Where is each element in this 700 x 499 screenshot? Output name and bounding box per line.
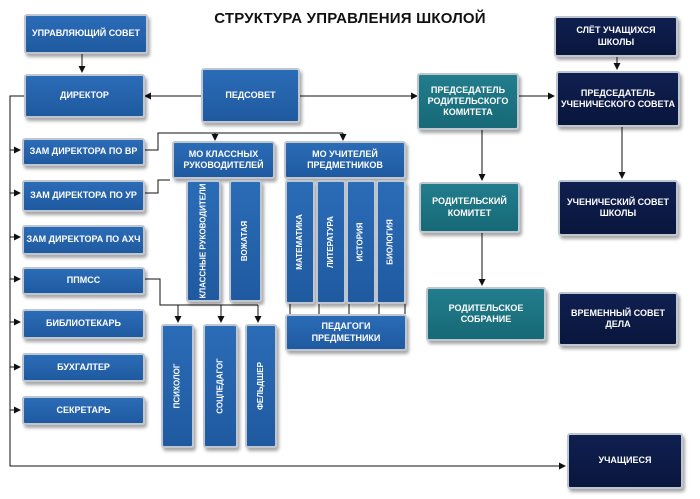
node-label: БИОЛОГИЯ xyxy=(386,219,395,265)
node-label: ЗАМ ДИРЕКТОРА ПО УР xyxy=(30,190,137,201)
node-label: ЛИТЕРАТУРА xyxy=(326,216,335,268)
node-label: ИСТОРИЯ xyxy=(356,222,366,262)
node-parent-meeting[interactable]: РОДИТЕЛЬСКОЕ СОБРАНИЕ xyxy=(426,287,546,341)
node-governing-council[interactable]: УПРАВЛЯЮЩИЙ СОВЕТ xyxy=(24,14,148,54)
node-label: ВРЕМЕННЫЙ СОВЕТ ДЕЛА xyxy=(570,307,666,329)
node-student-rally[interactable]: СЛЁТ УЧАЩИХСЯ ШКОЛЫ xyxy=(554,16,678,57)
node-math[interactable]: МАТЕМАТИКА xyxy=(285,180,315,304)
node-label: БИБЛИОТЕКАРЬ xyxy=(46,318,121,329)
node-label: ФЕЛЬДШЕР xyxy=(256,362,265,410)
node-label: РОДИТЕЛЬСКОЕ СОБРАНИЕ xyxy=(448,302,524,324)
node-label: ЗАМ ДИРЕКТОРА ПО ВР xyxy=(29,146,138,157)
node-label: СЛЁТ УЧАЩИХСЯ ШКОЛЫ xyxy=(576,25,656,47)
node-deputy-ahch[interactable]: ЗАМ ДИРЕКТОРА ПО АХЧ xyxy=(22,225,145,255)
node-label: ППМСС xyxy=(66,275,101,286)
node-mo-class-leaders[interactable]: МО КЛАССНЫХ РУКОВОДИТЕЛЕЙ xyxy=(172,141,275,179)
node-label: ДИРЕКТОР xyxy=(60,90,109,101)
node-parent-committee-chair[interactable]: ПРЕДСЕДАТЕЛЬ РОДИТЕЛЬСКОГО КОМИТЕТА xyxy=(417,73,519,130)
node-deputy-ur[interactable]: ЗАМ ДИРЕКТОРА ПО УР xyxy=(22,180,145,212)
node-history[interactable]: ИСТОРИЯ xyxy=(346,180,376,304)
node-label: ЗАМ ДИРЕКТОРА ПО АХЧ xyxy=(26,234,141,245)
node-label: ВОЖАТАЯ xyxy=(240,220,250,262)
node-label: ПРЕДСЕДАТЕЛЬ УЧЕНИЧЕСКОГО СОВЕТА xyxy=(561,87,675,109)
node-psychologist[interactable]: ПСИХОЛОГ xyxy=(161,324,194,448)
node-parent-committee[interactable]: РОДИТЕЛЬСКИЙ КОМИТЕТ xyxy=(419,182,520,233)
node-pedsovet[interactable]: ПЕДСОВЕТ xyxy=(201,68,300,123)
node-label: МО КЛАССНЫХ РУКОВОДИТЕЛЕЙ xyxy=(183,148,264,170)
node-mo-subject-teachers[interactable]: МО УЧИТЕЛЕЙ ПРЕДМЕТНИКОВ xyxy=(284,141,406,179)
node-temp-council[interactable]: ВРЕМЕННЫЙ СОВЕТ ДЕЛА xyxy=(558,292,678,346)
connector-deputyvr-mo xyxy=(145,132,343,151)
node-label: СЕКРЕТАРЬ xyxy=(56,404,111,415)
node-label: ПСИХОЛОГ xyxy=(172,363,182,409)
connector-deputyur-mo xyxy=(145,179,170,194)
node-paramedic[interactable]: ФЕЛЬДШЕР xyxy=(245,324,277,448)
page-title: СТРУКТУРА УПРАВЛЕНИЯ ШКОЛОЙ xyxy=(214,10,486,27)
node-label: СОЦПЕДАГОГ xyxy=(215,358,225,414)
node-deputy-vr[interactable]: ЗАМ ДИРЕКТОРА ПО ВР xyxy=(22,138,145,166)
node-label: УПРАВЛЯЮЩИЙ СОВЕТ xyxy=(31,28,140,39)
node-social-teacher[interactable]: СОЦПЕДАГОГ xyxy=(203,324,238,448)
node-label: УЧАЩИЕСЯ xyxy=(598,455,652,466)
node-secretary[interactable]: СЕКРЕТАРЬ xyxy=(22,396,145,425)
node-label: РОДИТЕЛЬСКИЙ КОМИТЕТ xyxy=(432,196,507,218)
node-label: КЛАССНЫЕ РУКОВОДИТЕЛИ xyxy=(198,183,208,299)
node-label: МО УЧИТЕЛЕЙ ПРЕДМЕТНИКОВ xyxy=(307,148,383,170)
node-biology[interactable]: БИОЛОГИЯ xyxy=(376,180,406,304)
node-ppmss[interactable]: ППМСС xyxy=(22,267,145,295)
node-accountant[interactable]: БУХГАЛТЕР xyxy=(22,353,145,382)
node-label: БУХГАЛТЕР xyxy=(57,361,110,372)
node-director[interactable]: ДИРЕКТОР xyxy=(24,74,145,118)
node-label: УЧЕНИЧЕСКИЙ СОВЕТ ШКОЛЫ xyxy=(567,196,669,218)
node-librarian[interactable]: БИБЛИОТЕКАРЬ xyxy=(22,309,145,339)
node-label: МАТЕМАТИКА xyxy=(295,214,305,270)
node-label: ПЕДСОВЕТ xyxy=(225,89,276,100)
connector-left-bus xyxy=(9,95,566,470)
node-label: ПЕДАГОГИ ПРЕДМЕТНИКИ xyxy=(311,321,381,343)
node-literature[interactable]: ЛИТЕРАТУРА xyxy=(316,180,346,304)
node-class-leaders[interactable]: КЛАССНЫЕ РУКОВОДИТЕЛИ xyxy=(186,180,221,302)
connector-ppmss-specialists xyxy=(145,278,258,306)
node-subject-teachers[interactable]: ПЕДАГОГИ ПРЕДМЕТНИКИ xyxy=(285,314,407,351)
node-student-council[interactable]: УЧЕНИЧЕСКИЙ СОВЕТ ШКОЛЫ xyxy=(558,180,678,236)
node-counselor[interactable]: ВОЖАТАЯ xyxy=(229,180,262,302)
node-students[interactable]: УЧАЩИЕСЯ xyxy=(567,433,683,489)
node-label: ПРЕДСЕДАТЕЛЬ РОДИТЕЛЬСКОГО КОМИТЕТА xyxy=(427,84,509,118)
node-student-council-chair[interactable]: ПРЕДСЕДАТЕЛЬ УЧЕНИЧЕСКОГО СОВЕТА xyxy=(556,71,680,127)
